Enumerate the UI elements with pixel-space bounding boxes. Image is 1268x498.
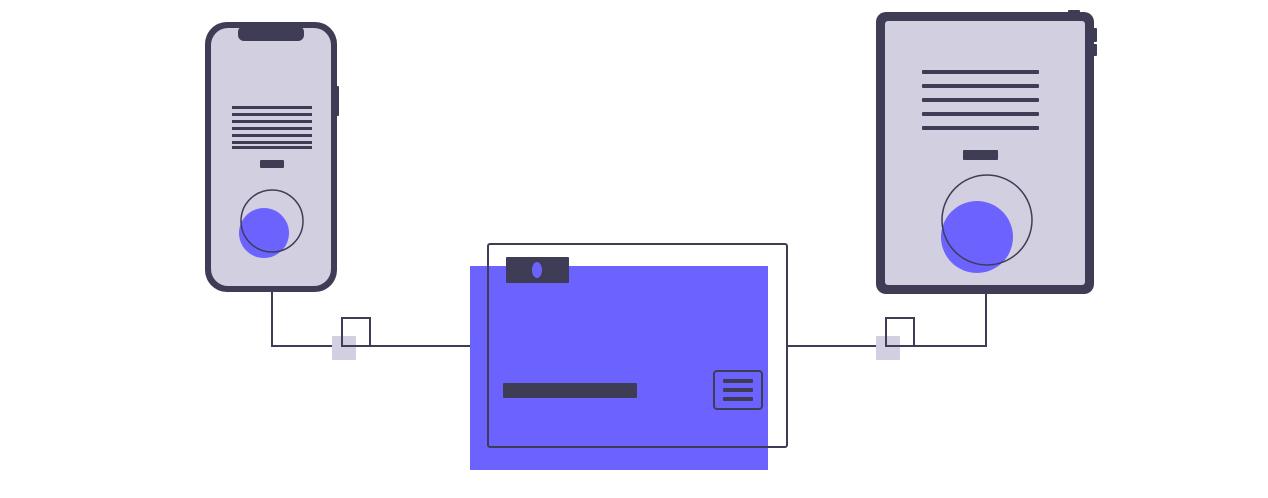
connector-lines — [271, 290, 987, 347]
right-connector-filled-square — [876, 336, 900, 360]
card-chip-icon — [506, 257, 569, 283]
phone-notch — [238, 26, 304, 41]
phone-fingerprint-ring — [240, 189, 304, 253]
phone-to-card-wire — [271, 290, 470, 347]
tablet-icon — [876, 10, 1097, 294]
card-to-tablet-wire — [788, 292, 987, 347]
card-fill — [470, 266, 768, 470]
right-connector — [876, 317, 915, 360]
right-connector-outline-square — [885, 317, 915, 347]
smartphone-icon — [205, 22, 339, 292]
tablet-text-lines — [922, 70, 1039, 130]
phone-fingerprint-fill — [239, 208, 289, 258]
left-connector — [332, 317, 371, 360]
left-connector-filled-square — [332, 336, 356, 360]
tablet-fingerprint-ring — [941, 174, 1033, 266]
card-number-bar — [503, 383, 637, 398]
phone-small-button — [260, 160, 284, 168]
fingerprint-icon — [532, 262, 542, 278]
card-outline — [487, 243, 788, 448]
phone-text-lines — [232, 106, 312, 149]
tablet-small-button — [963, 150, 998, 160]
left-connector-outline-square — [341, 317, 371, 347]
card-menu-icon — [713, 370, 763, 410]
credit-card-icon — [470, 243, 788, 470]
